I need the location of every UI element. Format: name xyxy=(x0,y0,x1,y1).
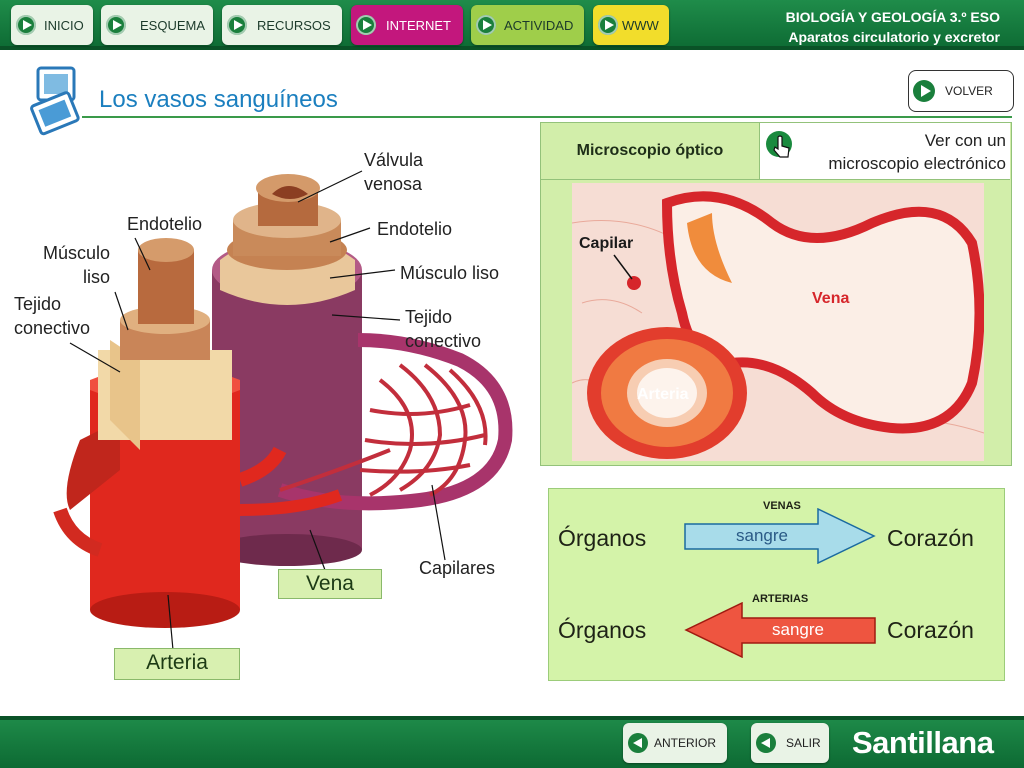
capillary-network xyxy=(279,363,488,497)
play-icon xyxy=(598,15,618,35)
micro-label-capilar: Capilar xyxy=(579,235,634,252)
label-musculo-liso-vein: Músculo liso xyxy=(400,263,500,283)
title-divider xyxy=(82,116,1012,118)
artery-arrow-label: sangre xyxy=(772,620,824,639)
back-button[interactable]: VOLVER xyxy=(908,70,1014,112)
vein-arrow-right xyxy=(684,508,876,564)
play-icon xyxy=(476,15,496,35)
label-endotelio-artery: Endotelio xyxy=(127,214,203,234)
nav-actividad-button[interactable]: ACTIVIDAD xyxy=(471,5,584,45)
previous-button[interactable]: ANTERIOR xyxy=(623,723,727,763)
play-icon xyxy=(16,15,36,35)
exit-button[interactable]: SALIR xyxy=(751,723,829,763)
electron-microscope-link[interactable]: Ver con un microscopio electrónico xyxy=(760,123,1010,180)
row2-organos: Órganos xyxy=(558,617,647,643)
label-capilares: Capilares xyxy=(419,558,496,578)
micro-label-arteria: Arteria xyxy=(637,386,689,403)
tab-optical-microscope[interactable]: Microscopio óptico xyxy=(541,123,760,180)
micro-label-vena: Vena xyxy=(812,290,850,307)
play-icon xyxy=(106,15,126,35)
artery-drawing xyxy=(53,238,343,628)
hand-pointer-icon xyxy=(766,131,792,158)
nav-recursos-button[interactable]: RECURSOS xyxy=(222,5,342,45)
brand-logo: Santillana xyxy=(852,725,994,760)
nav-inicio-button[interactable]: INICIO xyxy=(11,5,93,45)
nav-internet-button[interactable]: INTERNET xyxy=(351,5,463,45)
caption-arterias: ARTERIAS xyxy=(752,593,809,605)
play-icon xyxy=(227,15,247,35)
row2-corazon: Corazón xyxy=(887,617,974,643)
label-endotelio-vein: Endotelio xyxy=(377,219,453,239)
page-title: Los vasos sanguíneos xyxy=(99,86,338,113)
label-musculo-liso-artery: Músculo liso xyxy=(42,243,110,287)
page-logo-icon xyxy=(30,66,80,136)
label-tejido-conectivo-artery: Tejido conectivo xyxy=(14,294,91,338)
micrograph-image xyxy=(572,183,984,461)
label-valvula-venosa: Válvula venosa xyxy=(364,150,424,194)
vein-arrow-label: sangre xyxy=(736,526,788,545)
label-arteria-box[interactable]: Arteria xyxy=(114,648,240,680)
nav-esquema-button[interactable]: ESQUEMA xyxy=(101,5,213,45)
caption-venas: VENAS xyxy=(763,500,801,512)
play-icon xyxy=(913,80,935,102)
nav-www-button[interactable]: WWW xyxy=(593,5,669,45)
row1-organos: Órganos xyxy=(558,525,647,551)
play-icon xyxy=(356,15,376,35)
artery-arrow-left xyxy=(684,602,876,658)
course-title: BIOLOGÍA Y GEOLOGÍA 3.º ESO Aparatos cir… xyxy=(785,9,1000,45)
back-arrow-icon xyxy=(756,733,776,753)
label-vena-box[interactable]: Vena xyxy=(278,569,382,599)
blood-vessels-illustration xyxy=(53,170,513,650)
back-arrow-icon xyxy=(628,733,648,753)
bottom-bar xyxy=(0,716,1024,768)
label-tejido-conectivo-vein: Tejido conectivo xyxy=(405,307,482,351)
row1-corazon: Corazón xyxy=(887,525,974,551)
circulation-flow-panel xyxy=(548,488,1005,681)
label-leaders xyxy=(69,170,446,650)
